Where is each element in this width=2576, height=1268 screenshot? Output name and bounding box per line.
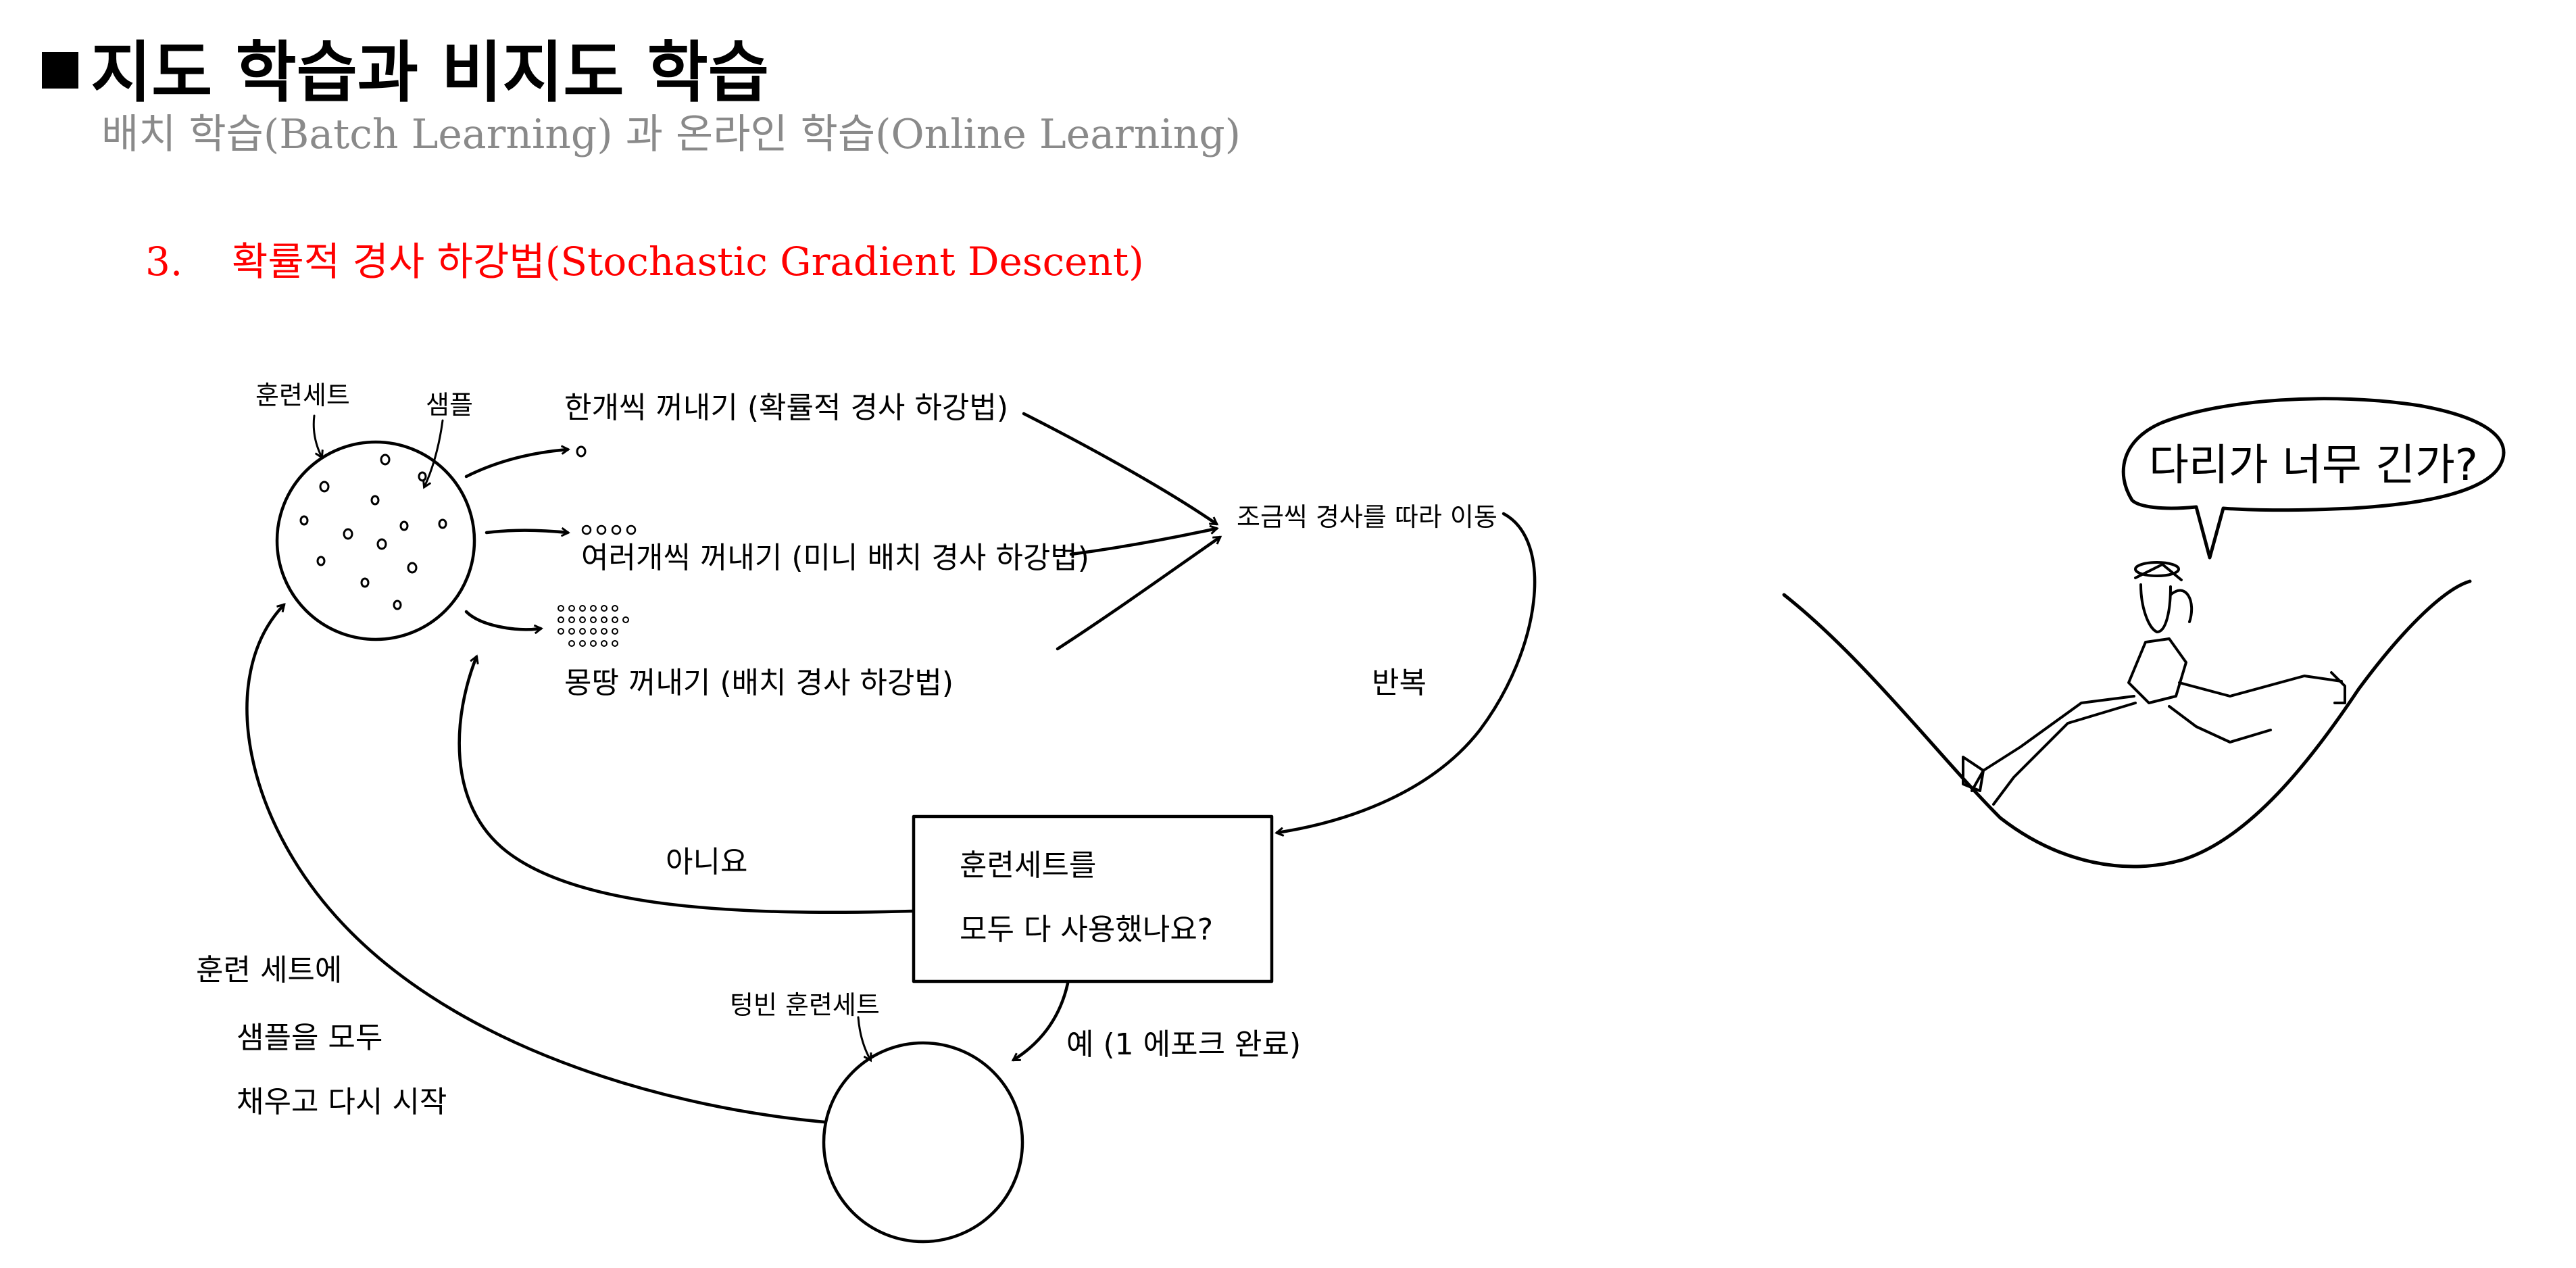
page-subtitle: 배치 학습(Batch Learning) 과 온라인 학습(Online Le… — [101, 111, 1241, 158]
speech-bubble — [2121, 397, 2506, 560]
refill-line-1: 훈련 세트에 — [196, 953, 342, 987]
batch-dots — [558, 605, 629, 647]
repeat-label: 반복 — [1372, 666, 1427, 700]
refill-line-2: 샘플을 모두 — [237, 1021, 382, 1055]
all-extract-arrow — [464, 610, 541, 629]
empty-set-pointer-arrow — [857, 1016, 870, 1060]
question-line-2: 모두 다 사용했나요? — [960, 912, 1213, 947]
several-extract-arrow — [485, 531, 568, 533]
speech-text: 다리가 너무 긴가? — [2149, 441, 2478, 491]
empty-set-label: 텅빈 훈련세트 — [730, 990, 880, 1020]
page-title-text: 지도 학습과 비지도 학습 — [91, 34, 769, 112]
empty-training-set-circle — [822, 1041, 1024, 1244]
gradient-step-label: 조금씩 경사를 따라 이동 — [1237, 502, 1497, 532]
one-at-a-time-label: 한개씩 꺼내기 (확률적 경사 하강법) — [564, 391, 1008, 425]
sample-label: 샘플 — [426, 390, 473, 420]
mini-batch-label: 여러개씩 꺼내기 (미니 배치 경사 하강법) — [581, 541, 1089, 575]
person-illustration — [1962, 561, 2346, 806]
question-line-1: 훈련세트를 — [960, 848, 1096, 883]
yes-label: 예 (1 에포크 완료) — [1066, 1027, 1301, 1062]
one-extract-arrow — [464, 449, 568, 479]
batch-label: 몽땅 꺼내기 (배치 경사 하강법) — [564, 666, 953, 700]
section-heading: 3. 확률적 경사 하강법(Stochastic Gradient Descent… — [145, 230, 1144, 287]
page-title: 지도 학습과 비지도 학습 — [42, 19, 769, 115]
training-set-label: 훈련세트 — [255, 381, 350, 410]
no-label: 아니요 — [666, 845, 747, 879]
converge-arrow-bottom — [1056, 535, 1220, 651]
square-bullet-icon — [42, 52, 78, 89]
sample-dots — [299, 454, 447, 610]
valley-curve — [1782, 579, 2472, 869]
question-box — [912, 814, 1274, 983]
restart-arrow — [245, 605, 826, 1124]
mini-batch-dots — [581, 525, 637, 535]
training-set-pointer-arrow — [312, 414, 322, 457]
yes-arrow — [1014, 981, 1070, 1062]
sample-pointer-arrow — [424, 419, 444, 487]
training-set-circle — [275, 440, 476, 641]
no-arrow — [457, 657, 914, 915]
converge-arrow-top — [1022, 412, 1216, 526]
section-title: 확률적 경사 하강법(Stochastic Gradient Descent) — [232, 239, 1144, 285]
section-number: 3. — [145, 239, 183, 285]
refill-line-3: 채우고 다시 시작 — [237, 1085, 447, 1119]
repeat-arrow — [1277, 512, 1537, 833]
converge-arrow-middle — [1069, 529, 1216, 556]
